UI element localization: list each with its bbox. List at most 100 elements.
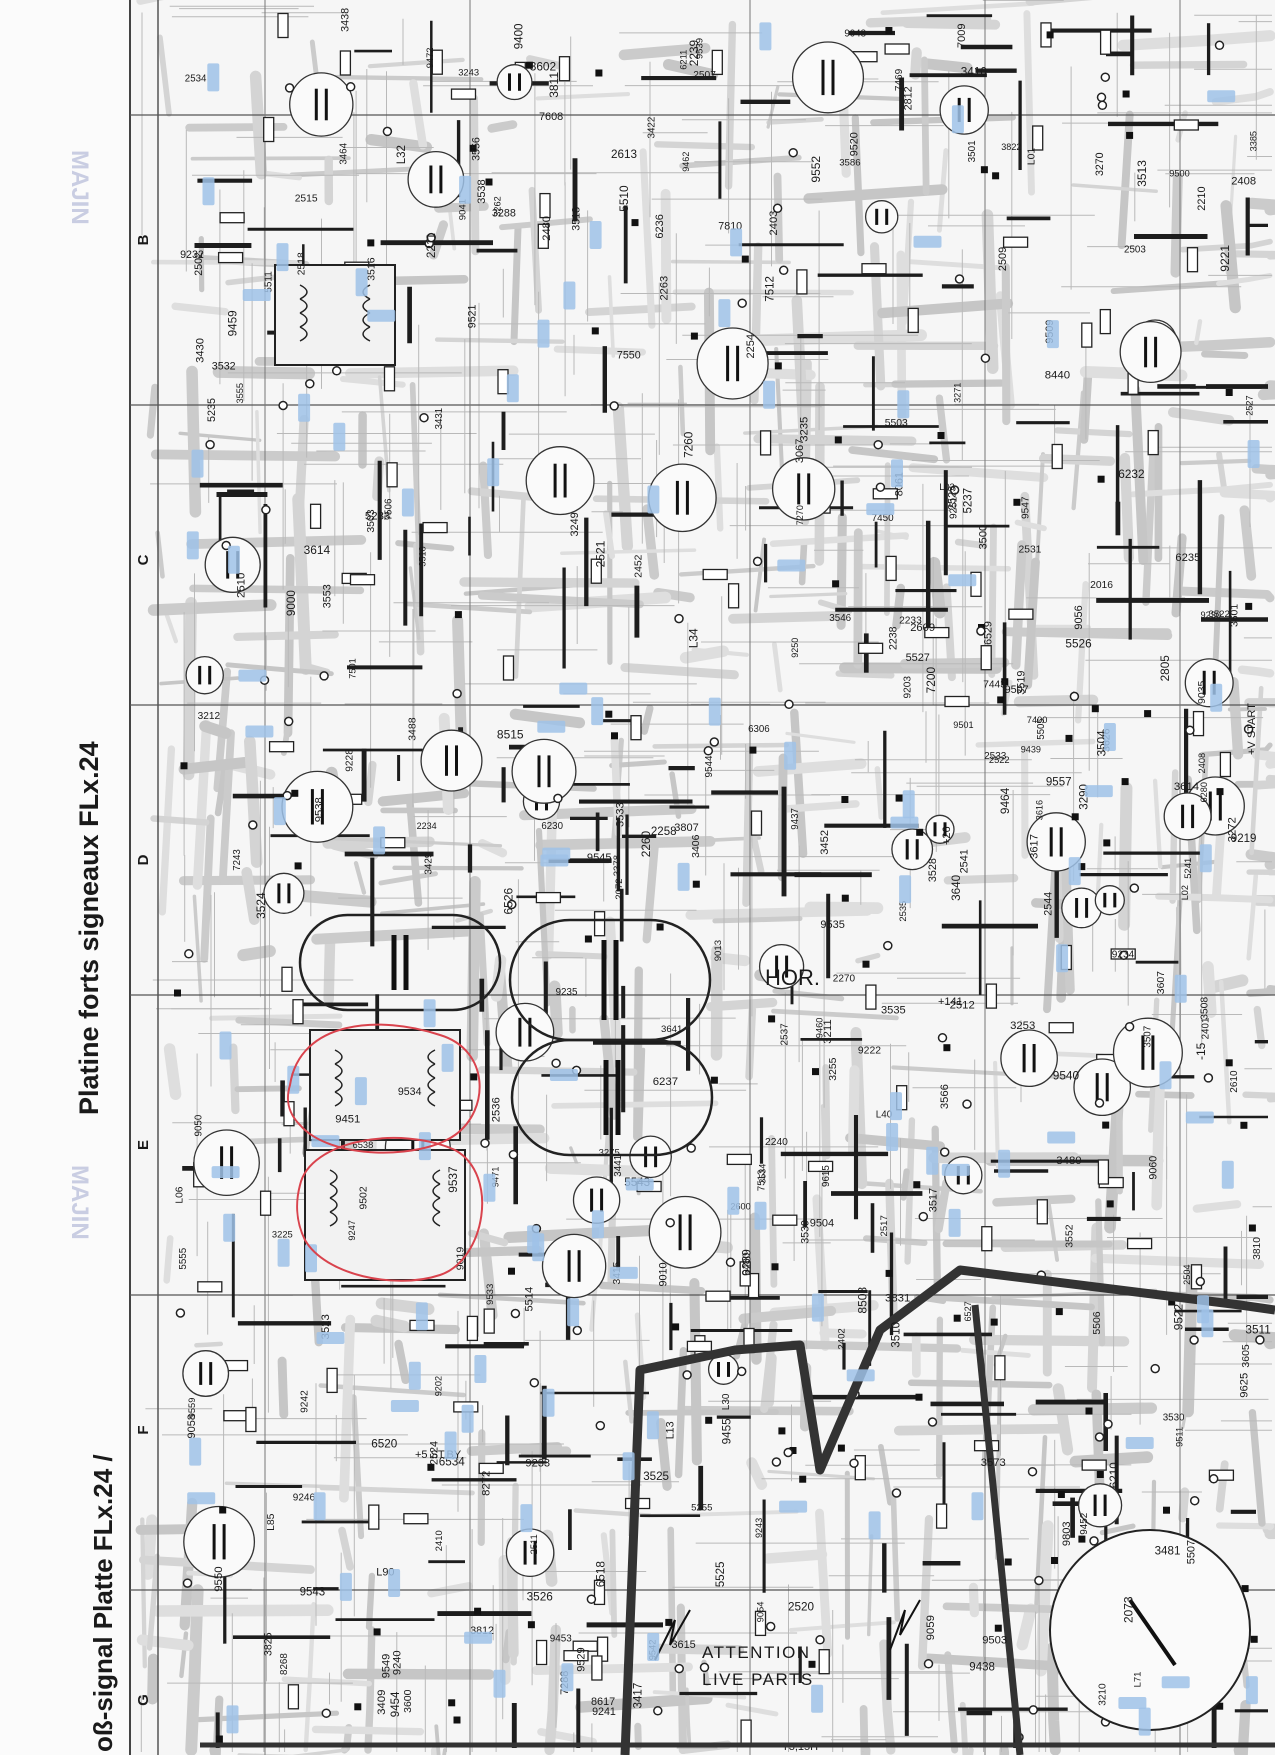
component-reference: 2073: [1122, 1596, 1136, 1623]
highlighted-reference-tag: [401, 488, 414, 517]
via-pad: [284, 83, 295, 93]
via-pad: [682, 1370, 692, 1380]
solder-pad: [1122, 90, 1130, 98]
component-reference: 3533: [615, 802, 627, 827]
solder-pad: [1004, 1558, 1012, 1566]
via-pad: [783, 1447, 793, 1458]
highlighted-reference-tag: [542, 1388, 555, 1417]
capacitor: [511, 738, 577, 804]
component-reference: 3614: [304, 543, 331, 557]
component-reference: 9520: [849, 132, 861, 156]
solder-pad: [656, 923, 664, 931]
component-reference: 9453: [550, 1633, 572, 1644]
component-reference: 8272: [480, 1471, 492, 1496]
via-pad: [426, 232, 436, 243]
pcb-trace: [146, 1553, 160, 1651]
resistor: [403, 1513, 429, 1525]
component-reference: 5241: [1183, 858, 1194, 879]
solder-pad: [474, 1607, 482, 1615]
pcb-trace: [1091, 1253, 1265, 1269]
via-pad: [305, 378, 315, 389]
grid-row-letter: D: [135, 854, 152, 865]
pcb-trace: [1179, 238, 1273, 253]
pcb-trace: [152, 1604, 334, 1617]
pcb-trace: [1118, 782, 1133, 931]
pcb-trace: [249, 70, 268, 180]
highlighted-reference-tag: [474, 1355, 487, 1383]
component-reference: 9452: [1079, 1513, 1090, 1535]
via-pad: [184, 949, 194, 959]
component-reference: 2507: [693, 70, 716, 81]
pcb-trace: [303, 1602, 316, 1753]
via-pad: [507, 899, 517, 910]
component-reference: 9559: [187, 1398, 197, 1419]
solder-pad: [1096, 1471, 1104, 1478]
highlighted-reference-tag: [759, 22, 772, 51]
pcb-trace: [1216, 1522, 1275, 1531]
component-reference: 2535: [897, 901, 908, 922]
component-reference: 2233: [899, 616, 922, 627]
component-reference: L40: [876, 1109, 893, 1120]
component-reference: 3271: [952, 383, 962, 403]
component-reference: 9502: [359, 1186, 370, 1209]
resistor: [1192, 710, 1205, 737]
component-reference: 2521: [594, 540, 608, 567]
pcb-trace: [1178, 1487, 1190, 1523]
pcb-trace: [428, 220, 448, 260]
highlighted-reference-tag: [211, 1166, 240, 1179]
solder-pad: [672, 1323, 680, 1331]
component-reference: L03: [939, 482, 955, 492]
component-reference: 2210: [1196, 186, 1208, 210]
solder-pad: [1102, 1121, 1110, 1129]
component-reference: 2254: [745, 334, 757, 358]
component-reference: 7450: [872, 513, 894, 524]
highlighted-reference-tag: [537, 319, 550, 348]
pcb-trace: [192, 894, 203, 1003]
pcb-trace: [237, 945, 276, 962]
pcb-trace: [922, 58, 973, 74]
film-capacitor-outline: [510, 1038, 714, 1157]
via-pad: [1069, 691, 1080, 702]
via-pad: [1185, 725, 1195, 736]
component-reference: 9500: [1169, 169, 1189, 179]
component-reference: 2527: [1245, 395, 1255, 415]
solder-pad: [1245, 602, 1253, 610]
component-reference: 9219: [1231, 833, 1257, 845]
resistor: [591, 1655, 603, 1681]
resistor: [292, 999, 304, 1025]
component-reference: 9202: [434, 1376, 444, 1396]
pcb-trace: [1023, 10, 1035, 196]
solder-pad: [219, 1506, 227, 1514]
component-reference: 9460: [814, 1018, 824, 1039]
highlighted-reference-tag: [355, 268, 368, 297]
pcb-trace: [769, 532, 910, 547]
solder-pad: [291, 789, 299, 797]
highlighted-reference-tag: [609, 1266, 638, 1279]
component-reference: 9803: [1061, 1521, 1073, 1546]
pcb-trace: [865, 14, 992, 28]
resistor: [309, 503, 322, 529]
via-pad: [572, 1325, 583, 1336]
via-pad: [248, 820, 258, 830]
component-reference: 8508: [855, 1287, 869, 1314]
via-pad: [1195, 1276, 1206, 1287]
component-reference: 3810: [1252, 1237, 1263, 1260]
via-pad: [949, 485, 960, 495]
pcb-trace: [1228, 677, 1244, 760]
watermark: MAJIN: [66, 150, 93, 225]
component-reference: 3464: [339, 142, 350, 164]
component-reference: 2522: [989, 755, 1010, 765]
component-reference: 3235: [798, 417, 810, 442]
component-reference: 3518: [570, 207, 582, 231]
red-annotation-circles: [286, 1023, 484, 1282]
component-reference: 2517: [879, 1215, 890, 1236]
component-reference: 9522: [1171, 1303, 1185, 1330]
via-pad: [261, 505, 271, 515]
pcb-trace: [778, 800, 860, 813]
pcb-trace: [339, 1314, 356, 1503]
pcb-trace: [182, 597, 197, 781]
component-reference: 9228: [345, 749, 356, 772]
solder-pad: [778, 1427, 786, 1435]
component-reference: 6526: [501, 887, 515, 914]
